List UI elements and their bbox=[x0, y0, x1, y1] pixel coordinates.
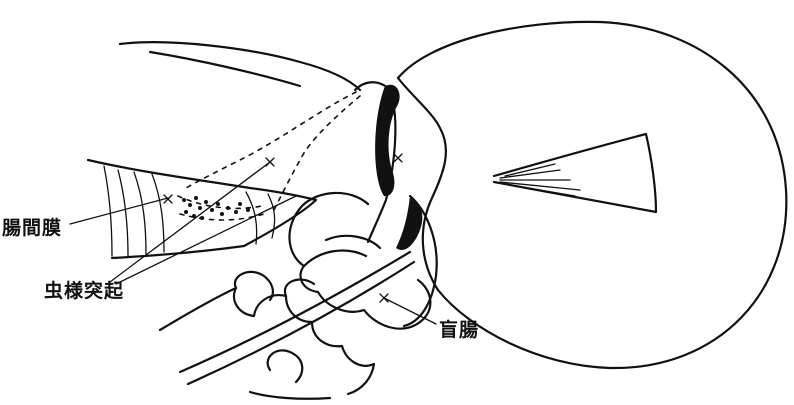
cecum-label: 盲腸 bbox=[439, 321, 479, 340]
colon-scalloped-outline bbox=[160, 288, 374, 394]
x-marks bbox=[164, 154, 402, 302]
upper-fold bbox=[120, 42, 360, 90]
colon-lower-scallop bbox=[268, 350, 303, 382]
colon-scallop-3 bbox=[285, 280, 314, 296]
loop-inner-2 bbox=[326, 236, 380, 248]
mesentery-lines-2 bbox=[118, 170, 128, 256]
mesentery-label: 腸間膜 bbox=[2, 219, 62, 238]
loop-inner-1 bbox=[304, 251, 366, 266]
appendix-dotted-upper bbox=[186, 92, 356, 188]
bulge-inner-contour bbox=[398, 78, 446, 290]
mesentery-pointer bbox=[70, 198, 168, 224]
appendix-label: 虫様突起 bbox=[44, 282, 124, 301]
large-bulge-outline bbox=[398, 22, 786, 368]
mesentery-lines-3 bbox=[134, 172, 146, 254]
mesentery-outline bbox=[88, 160, 316, 258]
mesentery-lines-4 bbox=[152, 174, 164, 252]
colon-scallop-2 bbox=[235, 272, 273, 300]
mesentery-lines-1 bbox=[104, 166, 112, 256]
colon-bottom-curve bbox=[250, 392, 330, 399]
appendix-pointer-1 bbox=[110, 162, 270, 282]
